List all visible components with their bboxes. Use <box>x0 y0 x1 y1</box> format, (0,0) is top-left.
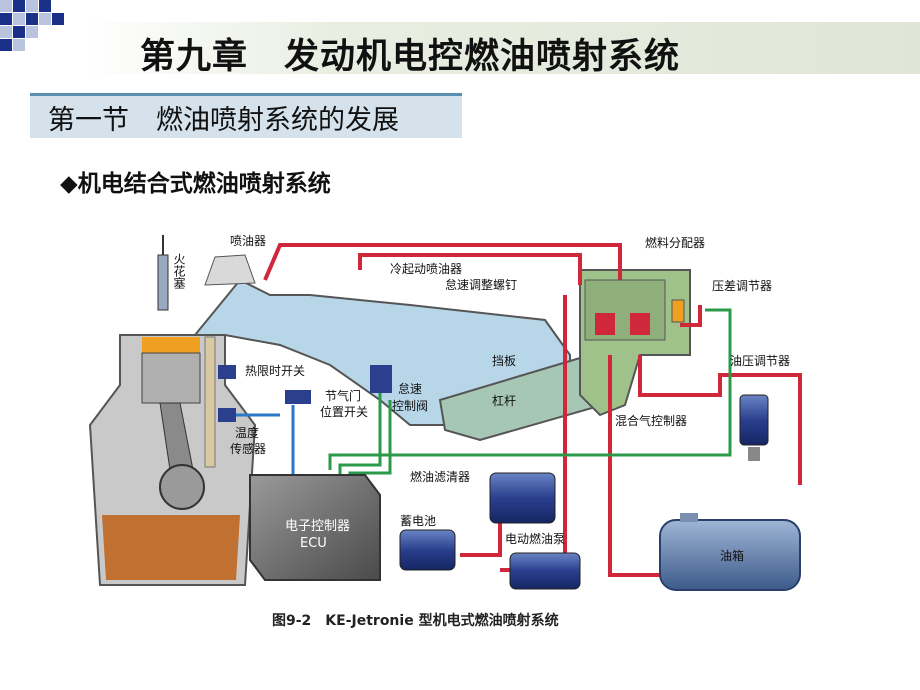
label-idle-valve-1: 怠速 <box>398 382 422 396</box>
ecu-box <box>249 474 381 581</box>
bullet-item: ◆机电结合式燃油喷射系统 <box>60 164 331 198</box>
label-thermo-switch: 热限时开关 <box>245 364 305 378</box>
label-throttle-switch-1: 节气门 <box>325 388 361 403</box>
cooling-jacket <box>204 336 216 468</box>
label-fuel-distributor: 燃料分配器 <box>645 235 705 250</box>
label-mixture-control: 混合气控制器 <box>615 413 687 428</box>
bullet-text: 机电结合式燃油喷射系统 <box>77 170 331 197</box>
fuel-tank <box>659 519 801 591</box>
piston <box>141 352 201 404</box>
title-bar <box>82 22 920 74</box>
label-spark-plug: 火花塞 <box>172 253 186 289</box>
label-ecu-2: ECU <box>300 536 327 551</box>
section-box <box>30 93 462 138</box>
fuel-pump <box>509 552 581 590</box>
label-lever: 杠杆 <box>492 393 516 408</box>
throttle-position-switch <box>285 390 311 404</box>
label-battery: 蓄电池 <box>400 514 436 528</box>
label-temp-sensor-1: 温度 <box>235 425 259 440</box>
label-oil-pressure-regulator: 油压调节器 <box>730 354 790 368</box>
battery <box>399 529 456 571</box>
section-title: 第一节 燃油喷射系统的发展 <box>48 105 399 136</box>
label-ecu-1: 电子控制器 <box>285 519 350 534</box>
fuel-filter <box>489 472 556 524</box>
label-idle-screw: 怠速调整螺钉 <box>445 277 517 292</box>
label-fuel-pump: 电动燃油泵 <box>505 531 565 546</box>
injector-cap <box>204 254 256 286</box>
fuel-injection-diagram: 喷油器 火花塞 冷起动喷油器 怠速调整螺钉 燃料分配器 压差调节器 油压调节器 … <box>88 234 802 591</box>
label-injector: 喷油器 <box>230 234 266 248</box>
crankshaft <box>159 464 205 510</box>
temp-sensor <box>218 408 236 422</box>
label-idle-valve-2: 控制阀 <box>392 399 428 413</box>
figure-caption: 图9-2 KE-Jetronie 型机电式燃油喷射系统 <box>272 613 559 629</box>
label-throttle-switch-2: 位置开关 <box>320 404 368 419</box>
label-diff-regulator: 压差调节器 <box>712 279 772 293</box>
thermo-switch <box>218 365 236 379</box>
label-cold-start-injector: 冷起动喷油器 <box>390 262 462 276</box>
diff-regulator <box>671 299 685 323</box>
label-fuel-tank: 油箱 <box>720 548 744 563</box>
spark-plug <box>157 254 169 311</box>
crankcase-oil <box>102 515 240 580</box>
diamond-bullet-icon: ◆ <box>60 170 78 197</box>
corner-decoration <box>0 0 80 60</box>
label-temp-sensor-2: 传感器 <box>230 441 266 456</box>
slide-title: 第九章 发动机电控燃油喷射系统 <box>140 36 681 77</box>
idle-control-valve <box>370 365 392 393</box>
label-baffle: 挡板 <box>492 354 516 368</box>
oil-pressure-regulator <box>739 394 769 446</box>
label-fuel-filter: 燃油滤清器 <box>410 469 470 484</box>
piston-crown <box>142 337 200 353</box>
